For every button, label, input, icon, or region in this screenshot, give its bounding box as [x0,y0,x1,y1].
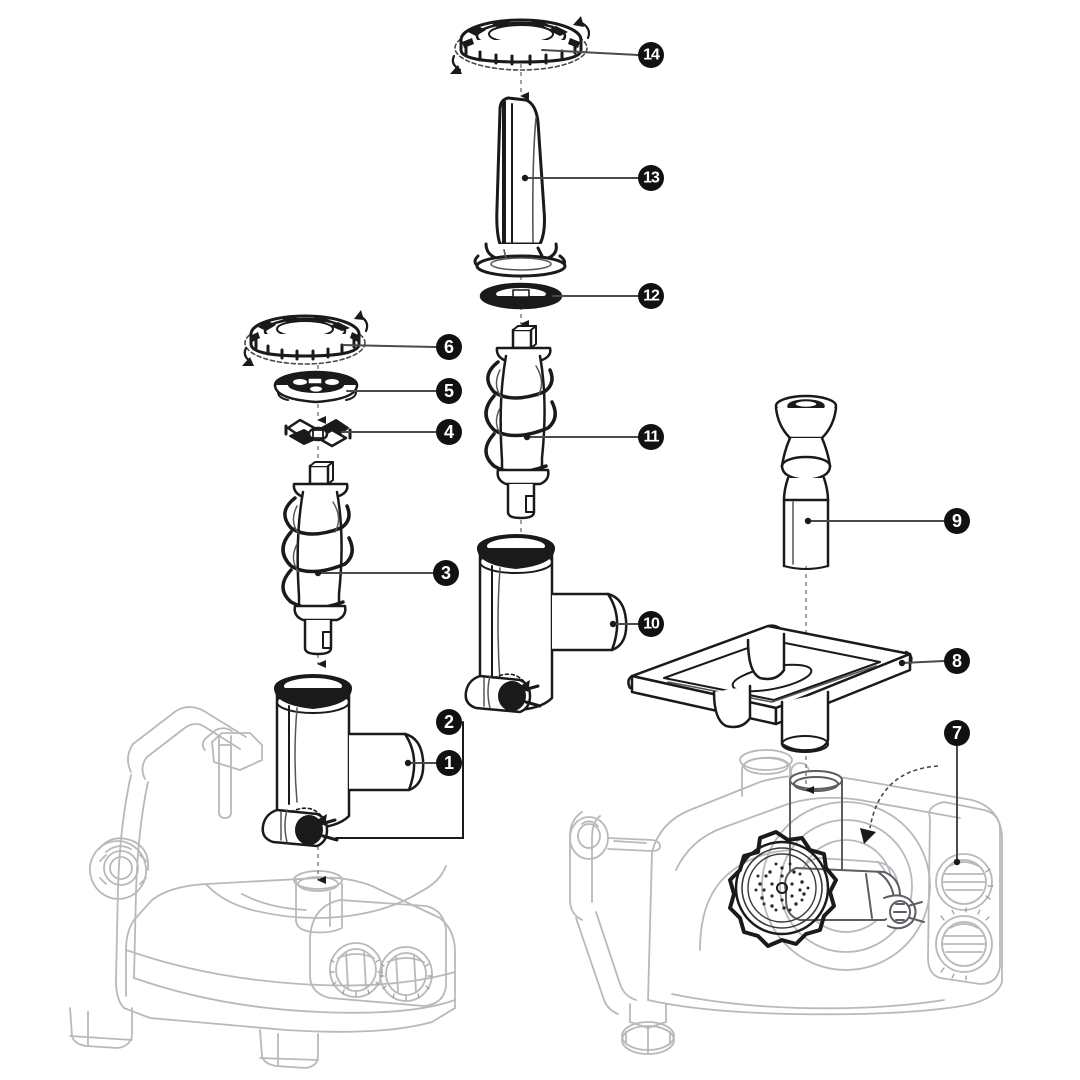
callout-11[interactable]: 11 [638,424,664,450]
leader-2 [335,721,464,839]
callout-leaders [317,49,958,863]
callout-badges: 1 2 3 4 5 6 7 8 [433,42,970,776]
part-blade [284,418,352,448]
stand-mixer-side-view [69,706,456,1069]
dot-9 [804,517,812,525]
callout-3[interactable]: 3 [433,560,459,586]
mounted-locking-ring [728,830,838,948]
callout-7[interactable]: 7 [944,720,970,746]
part-grinder-body-right [464,534,628,714]
callout-14[interactable]: 14 [638,42,664,68]
part-pusher [774,394,838,570]
mounted-grinder-front [784,770,925,930]
callout-dots [314,174,961,866]
callout-4[interactable]: 4 [436,419,462,445]
callout-7-guide-arrow [860,828,876,844]
callout-5[interactable]: 5 [436,378,462,404]
dot-11 [523,433,531,441]
part-grinder-body-left [261,674,425,848]
part-stuffer-cone [473,96,567,278]
part-auger-left [281,461,354,656]
dot-10 [609,620,617,628]
dot-13 [521,174,529,182]
dot-3 [314,569,322,577]
callout-9[interactable]: 9 [944,508,970,534]
part-grinding-plate [273,370,359,404]
callout-7-guide-arc [869,765,939,829]
leader-6 [342,344,437,348]
callout-2[interactable]: 2 [436,709,462,735]
part-spacer-ring [479,282,563,310]
callout-6[interactable]: 6 [436,334,462,360]
callout-13[interactable]: 13 [638,165,664,191]
callout-12[interactable]: 12 [638,283,664,309]
part-locking-ring-left [242,310,369,366]
part-tray [627,624,913,753]
dot-1 [404,759,412,767]
callout-8[interactable]: 8 [944,648,970,674]
part-auger-right [484,325,557,520]
leader-8 [901,660,945,664]
dot-7 [953,858,961,866]
dot-8 [898,659,906,667]
callout-1[interactable]: 1 [436,750,462,776]
leader-14 [541,49,639,56]
callout-10[interactable]: 10 [638,611,664,637]
